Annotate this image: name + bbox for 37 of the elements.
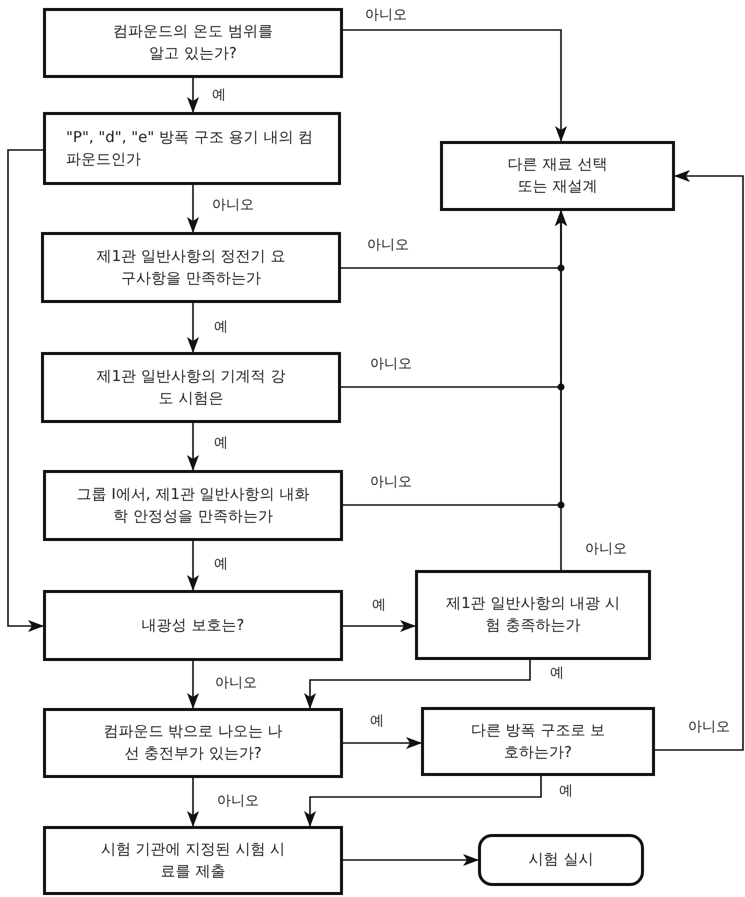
arrow (187, 541, 199, 591)
result-box: 다른 재료 선택 또는 재설계 (440, 141, 675, 211)
edge-label: 아니오 (583, 540, 629, 558)
process-box: 시험 기관에 지정된 시험 시료를 제출 (43, 826, 343, 895)
arrow (187, 78, 199, 113)
decision-box: 제1관 일반사항의 기계적 강도 시험은 (41, 352, 341, 423)
arrow (343, 29, 567, 142)
arrow (343, 737, 422, 749)
arrow (343, 854, 479, 866)
edge-label: 아니오 (365, 236, 411, 254)
edge-label: 아니오 (686, 718, 732, 736)
arrow (7, 149, 44, 632)
decision-box: 다른 방폭 구조로 보호하는가? (421, 707, 655, 776)
arrow (343, 620, 416, 632)
decision-box: "P", "d", "e" 방폭 구조 용기 내의 컴파운드인가 (43, 112, 341, 185)
arrow (304, 660, 531, 709)
decision-box: 제1관 일반사항의 정전기 요구사항을 만족하는가 (41, 232, 341, 303)
edge-label: 아니오 (368, 473, 414, 491)
arrow (304, 776, 542, 827)
arrow (187, 661, 199, 709)
arrow (187, 423, 199, 471)
arrow (655, 170, 744, 751)
arrow (555, 210, 567, 570)
decision-box: 제1관 일반사항의 내광 시험 충족하는가 (415, 570, 651, 660)
decision-box: 컴파운드 밖으로 나오는 나선 충전부가 있는가? (43, 708, 343, 778)
decision-box: 그룹 I에서, 제1관 일반사항의 내화학 안정성을 만족하는가 (43, 470, 343, 541)
edge-label: 아니오 (213, 674, 259, 692)
arrow (187, 778, 199, 827)
decision-box: 컴파운드의 온도 범위를 알고 있는가? (43, 8, 343, 78)
arrow (187, 185, 199, 233)
edge-label: 아니오 (363, 6, 409, 24)
terminal-box: 시험 실시 (478, 834, 644, 886)
edge-label: 아니오 (368, 355, 414, 373)
decision-box: 내광성 보호는? (43, 590, 343, 661)
edge-label: 아니오 (215, 792, 261, 810)
arrow (187, 303, 199, 353)
edge-label: 아니오 (210, 196, 256, 214)
